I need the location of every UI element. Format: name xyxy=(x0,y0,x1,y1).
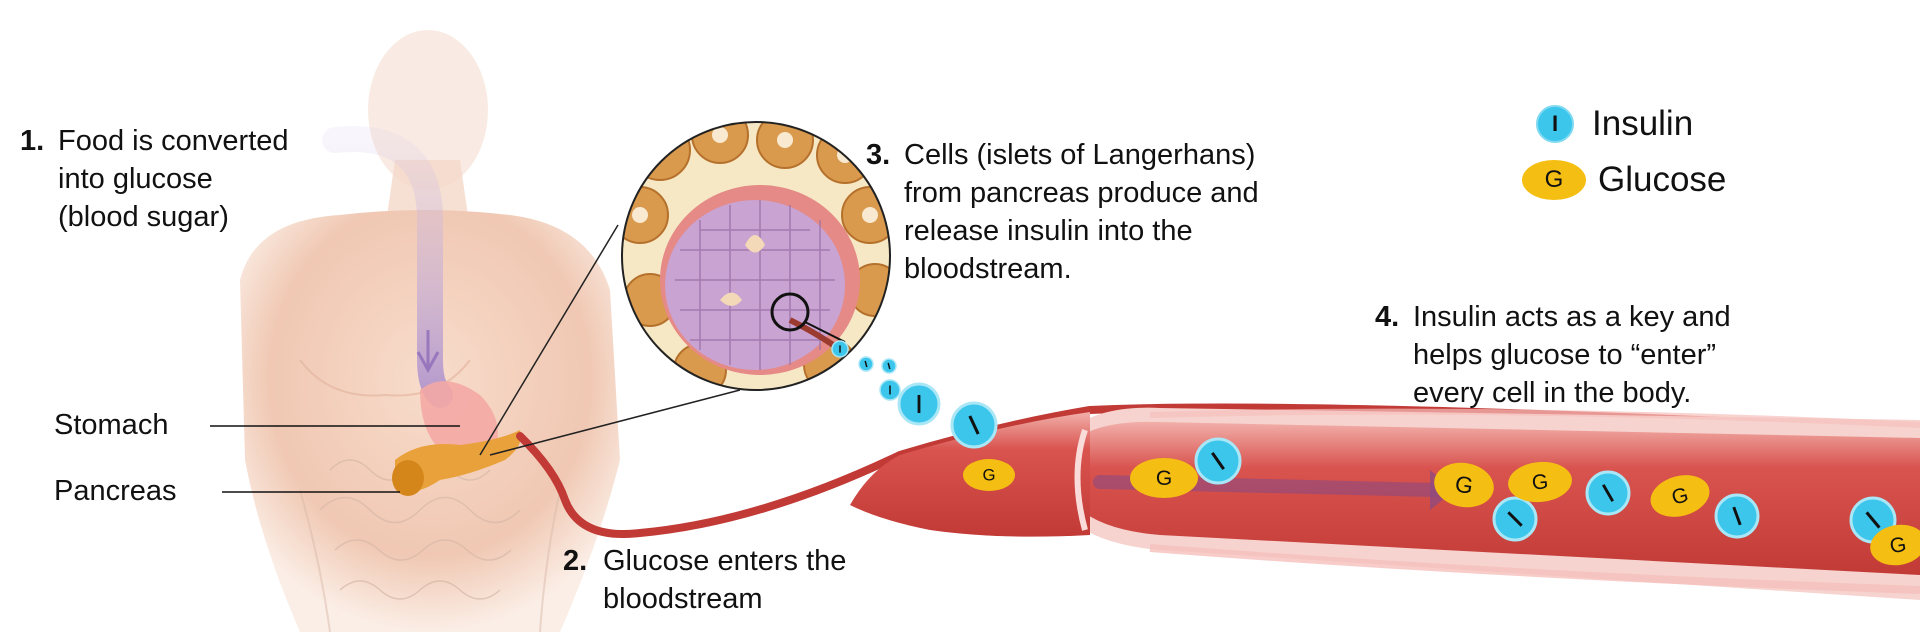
insulin-molecule xyxy=(897,382,941,426)
glucose-molecule-symbol: G xyxy=(1531,470,1549,494)
insulin-molecule xyxy=(1585,470,1631,516)
blood-vessel xyxy=(516,403,1920,600)
step-4-line-2: helps glucose to “enter” xyxy=(1413,339,1717,371)
insulin-molecules xyxy=(831,340,1897,544)
step-2-line-2: bloodstream xyxy=(603,583,763,615)
glucose-molecule: G xyxy=(1508,461,1572,503)
glucose-molecule-symbol: G xyxy=(1669,483,1691,509)
step-3-line-2: from pancreas produce and xyxy=(904,177,1259,209)
step-4-line-1: Insulin acts as a key and xyxy=(1413,301,1731,333)
step-4-number: 4. xyxy=(1375,301,1400,333)
insulin-legend-label: Insulin xyxy=(1592,104,1694,143)
step-1-number: 1. xyxy=(20,125,45,157)
step-2-number: 2. xyxy=(563,545,588,577)
glucose-molecule-symbol: G xyxy=(1888,533,1908,558)
insulin-molecule xyxy=(1194,437,1242,485)
glucose-legend-label: Glucose xyxy=(1598,160,1727,199)
insulin-legend-icon: I xyxy=(1536,105,1574,143)
legend-glucose: G Glucose xyxy=(1522,160,1726,200)
legend-insulin: I Insulin xyxy=(1536,104,1693,144)
step-4-line-3: every cell in the body. xyxy=(1413,377,1692,409)
stomach-label: Stomach xyxy=(54,409,169,441)
step-3-number: 3. xyxy=(866,139,891,171)
insulin-molecule xyxy=(950,401,998,449)
insulin-molecule xyxy=(831,340,849,358)
step-1-line-1: Food is converted xyxy=(58,125,289,157)
glucose-legend-icon: G xyxy=(1522,160,1586,200)
glucose-molecule-symbol: G xyxy=(1156,467,1172,490)
step-1-line-3: (blood sugar) xyxy=(58,201,229,233)
insulin-molecule xyxy=(881,358,897,374)
glucose-molecule-symbol: G xyxy=(982,466,995,485)
insulin-molecule xyxy=(858,356,874,372)
glucose-molecule: G xyxy=(1434,462,1494,508)
glucose-molecule-symbol: G xyxy=(1453,470,1475,499)
step-1-line-2: into glucose xyxy=(58,163,213,195)
glucose-molecule: G xyxy=(963,459,1015,491)
insulin-molecule xyxy=(1714,493,1760,539)
glucose-molecule: G xyxy=(1130,458,1198,498)
step-2-line-1: Glucose enters the xyxy=(603,545,847,577)
step-3-line-4: bloodstream. xyxy=(904,253,1072,285)
glucose-molecule: G xyxy=(1870,524,1920,566)
insulin-molecule xyxy=(879,379,901,401)
glucose-molecules: G G G G G G xyxy=(963,458,1920,566)
step-3-line-3: release insulin into the xyxy=(904,215,1193,247)
glucose-molecule: G xyxy=(1650,475,1710,517)
step-3-line-1: Cells (islets of Langerhans) xyxy=(904,139,1256,171)
insulin-molecule xyxy=(1492,496,1538,542)
pancreas-label: Pancreas xyxy=(54,475,177,507)
human-torso xyxy=(240,30,620,632)
